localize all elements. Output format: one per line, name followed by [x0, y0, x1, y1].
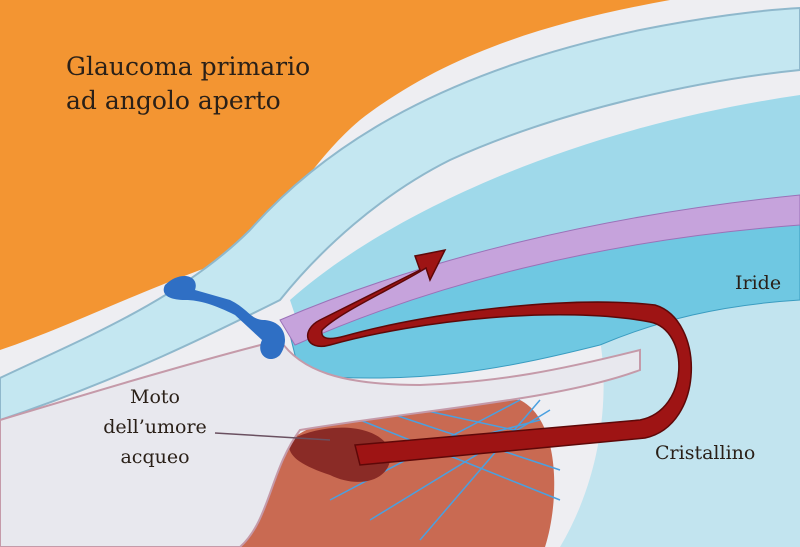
label-aqueous-flow: Moto dell’umore acqueo [100, 382, 210, 472]
title-line-2: ad angolo aperto [66, 86, 281, 115]
flow-line-2: dell’umore [103, 416, 207, 438]
aqueous-flow-arrow [306, 248, 693, 466]
title-line-1: Glaucoma primario [66, 52, 311, 81]
diagram-title: Glaucoma primario ad angolo aperto [66, 50, 310, 118]
label-lens: Cristallino [655, 442, 756, 464]
schlemm-canal [163, 275, 285, 360]
sclera [0, 338, 641, 547]
eyelid-region [0, 0, 670, 350]
ciliary-process [289, 427, 391, 482]
flow-line-3: acqueo [120, 446, 190, 468]
label-iris: Iride [735, 272, 782, 294]
cornea [0, 6, 800, 422]
flow-line-1: Moto [130, 386, 180, 408]
